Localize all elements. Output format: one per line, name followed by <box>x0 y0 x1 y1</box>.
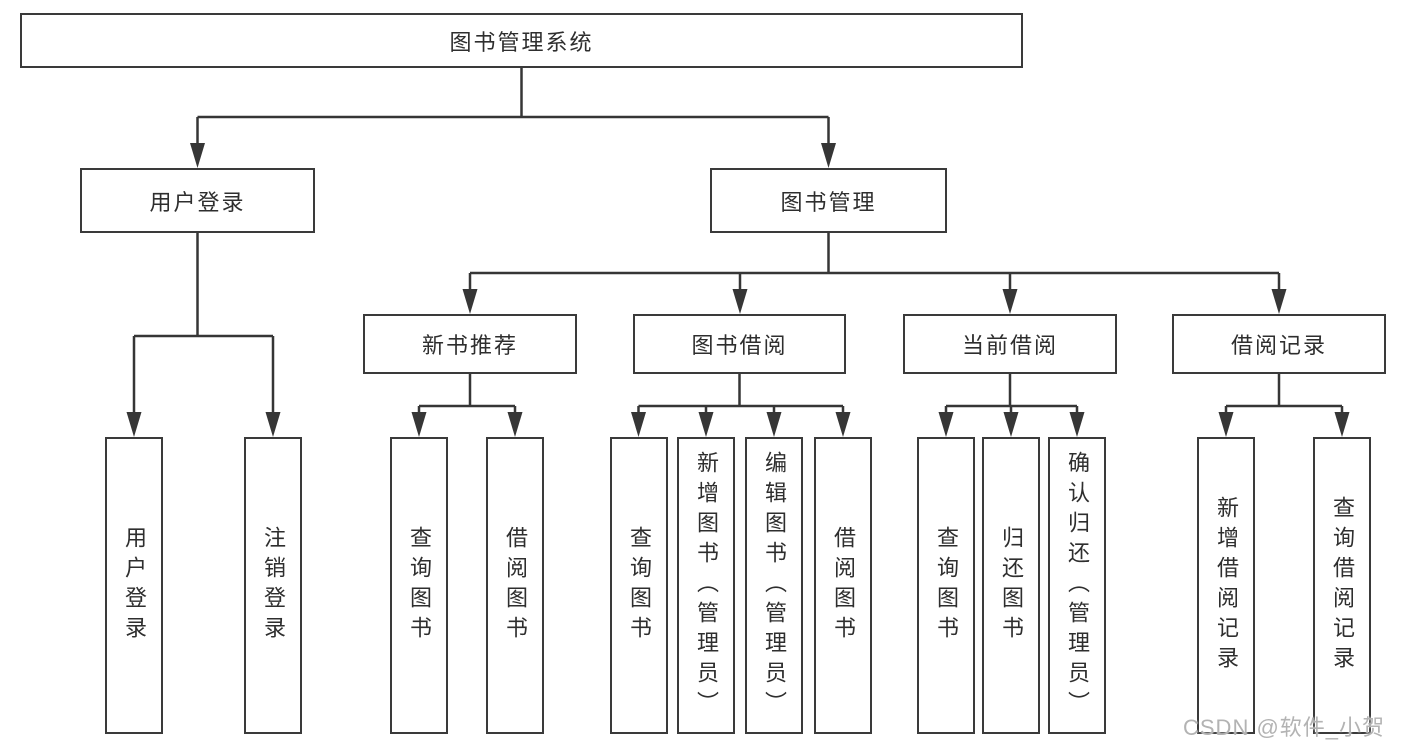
node-leaf-logout-label: 注销登录 <box>261 525 286 646</box>
node-user-login-branch-label: 用户登录 <box>149 189 246 215</box>
node-module-current-borrow-label: 当前借阅 <box>961 333 1058 358</box>
node-leaf-recommend-borrow-book: 借阅图书 <box>486 437 544 734</box>
node-leaf-recommend-query-book-label: 查询图书 <box>407 525 432 646</box>
arrowheads-leaves <box>411 412 1350 437</box>
connector-root-to-branches <box>196 66 830 144</box>
node-module-book-borrow-label: 图书借阅 <box>691 333 788 358</box>
node-module-current-borrow: 当前借阅 <box>903 314 1117 374</box>
node-leaf-query-borrow-record-label: 查询借阅记录 <box>1330 495 1355 676</box>
node-module-borrow-record-label: 借阅记录 <box>1230 333 1327 358</box>
node-leaf-confirm-return-admin-label: 确认归还（管理员） <box>1065 450 1090 721</box>
arrowheads-branches <box>190 143 836 168</box>
node-leaf-add-borrow-record: 新增借阅记录 <box>1197 437 1255 734</box>
node-root: 图书管理系统 <box>20 13 1023 68</box>
node-leaf-confirm-return-admin: 确认归还（管理员） <box>1048 437 1106 734</box>
node-leaf-current-query-book-label: 查询图书 <box>934 525 959 646</box>
node-book-management: 图书管理 <box>710 168 947 233</box>
node-module-book-borrow: 图书借阅 <box>633 314 846 374</box>
node-leaf-user-login-label: 用户登录 <box>122 525 147 646</box>
node-leaf-edit-book-admin: 编辑图书（管理员） <box>745 437 803 734</box>
node-leaf-recommend-borrow-book-label: 借阅图书 <box>503 525 528 646</box>
connector-module-groups <box>417 372 1344 413</box>
csdn-watermark: CSDN @软件_小贺同学 <box>1183 715 1386 740</box>
node-leaf-borrow-query-book: 查询图书 <box>610 437 668 734</box>
node-user-login-branch: 用户登录 <box>80 168 315 233</box>
node-book-management-label: 图书管理 <box>780 189 877 215</box>
connector-book-management-group <box>468 231 1281 290</box>
node-leaf-edit-book-admin-label: 编辑图书（管理员） <box>762 450 787 721</box>
arrowheads-modules <box>462 289 1287 314</box>
node-leaf-return-book-label: 归还图书 <box>999 525 1024 646</box>
node-leaf-borrow-query-book-label: 查询图书 <box>627 525 652 646</box>
node-leaf-borrow-book: 借阅图书 <box>814 437 872 734</box>
node-leaf-user-login: 用户登录 <box>105 437 163 734</box>
node-leaf-logout: 注销登录 <box>244 437 302 734</box>
node-leaf-add-book-admin: 新增图书（管理员） <box>677 437 735 734</box>
node-leaf-add-book-admin-label: 新增图书（管理员） <box>694 450 719 721</box>
node-leaf-add-borrow-record-label: 新增借阅记录 <box>1214 495 1239 676</box>
arrowheads-user-login-group <box>126 412 281 437</box>
node-leaf-query-borrow-record: 查询借阅记录 <box>1313 437 1371 734</box>
node-module-new-book-recommend-label: 新书推荐 <box>421 333 518 358</box>
node-leaf-borrow-book-label: 借阅图书 <box>831 525 856 646</box>
node-leaf-return-book: 归还图书 <box>982 437 1040 734</box>
connector-user-login-group <box>132 231 275 413</box>
node-module-new-book-recommend: 新书推荐 <box>363 314 577 374</box>
node-module-borrow-record: 借阅记录 <box>1172 314 1386 374</box>
node-leaf-recommend-query-book: 查询图书 <box>390 437 448 734</box>
node-root-label: 图书管理系统 <box>449 29 594 55</box>
node-leaf-current-query-book: 查询图书 <box>917 437 975 734</box>
